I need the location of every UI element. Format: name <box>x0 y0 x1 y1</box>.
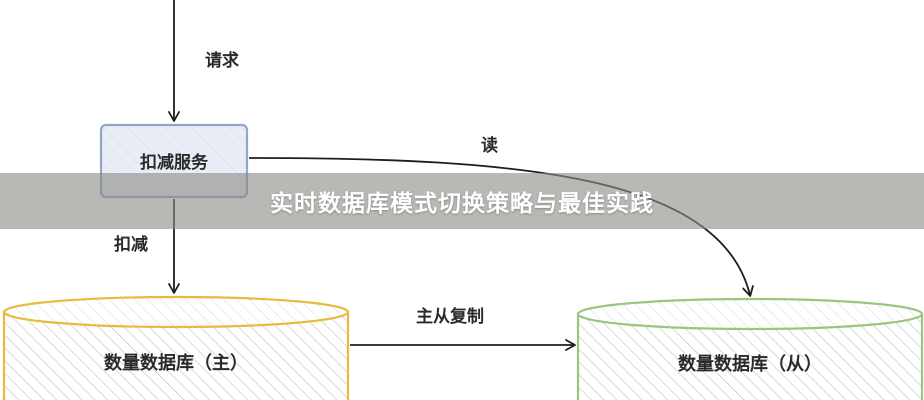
read-label: 读 <box>481 135 498 156</box>
title-banner: 实时数据库模式切换策略与最佳实践 <box>0 173 924 229</box>
request-label: 请求 <box>205 50 239 71</box>
deduct-service-label: 扣减服务 <box>140 152 209 173</box>
slave-database-label: 数量数据库（从） <box>678 353 822 375</box>
master-database-label: 数量数据库（主） <box>104 352 248 374</box>
page-title: 实时数据库模式切换策略与最佳实践 <box>270 191 654 217</box>
deduct-label: 扣减 <box>114 234 148 255</box>
replication-label: 主从复制 <box>416 306 484 327</box>
slave-database: 数量数据库（从） <box>576 297 924 400</box>
master-database: 数量数据库（主） <box>2 295 350 400</box>
